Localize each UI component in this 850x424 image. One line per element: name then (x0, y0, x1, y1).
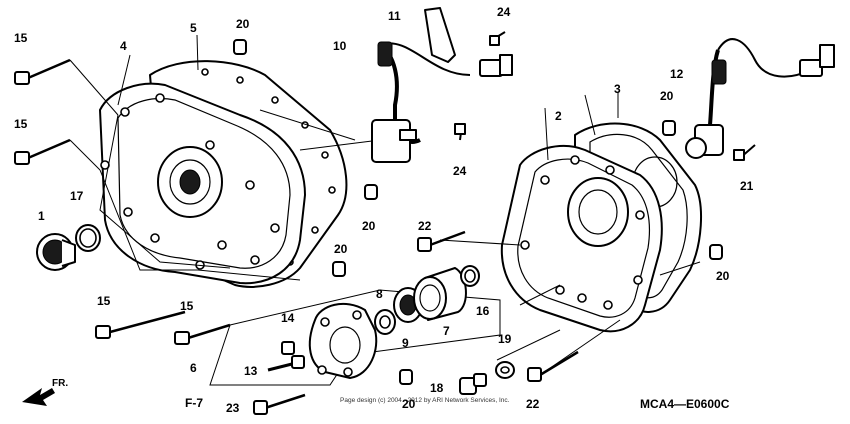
callout-24-b: 24 (453, 164, 467, 178)
callout-24-a: 24 (497, 5, 511, 19)
callout-4: 4 (120, 39, 127, 53)
harness-clip-11 (424, 7, 513, 77)
o-ring-17 (75, 224, 101, 252)
front-direction-arrow (22, 388, 55, 406)
callout-13: 13 (244, 364, 258, 378)
bolt-18 (459, 373, 487, 395)
callout-12: 12 (670, 67, 684, 81)
callout-15-a: 15 (14, 31, 28, 45)
callout-15-b: 15 (14, 117, 28, 131)
bolt-21 (733, 144, 756, 161)
front-cover-4 (99, 82, 306, 285)
callout-22-a: 22 (418, 219, 432, 233)
o-ring-14 (281, 341, 295, 355)
callout-labels: 1 2 3 4 5 6 7 8 9 10 11 12 13 14 15 15 1… (14, 5, 754, 415)
callout-23: 23 (226, 401, 240, 415)
ring-16 (460, 265, 480, 287)
callout-20-f: 20 (402, 397, 416, 411)
bolt-15-upper (14, 58, 71, 85)
callout-19: 19 (498, 332, 512, 346)
seal-8 (374, 309, 396, 335)
bolt-15-lower (14, 138, 71, 165)
cap-1 (36, 233, 76, 271)
bolt-22-upper (417, 230, 466, 252)
callout-5: 5 (190, 21, 197, 35)
callout-1: 1 (38, 209, 45, 223)
callout-18: 18 (430, 381, 444, 395)
sensor-12 (685, 38, 835, 159)
bolt-24-mid (454, 123, 466, 141)
callout-14: 14 (281, 311, 295, 325)
callout-20-e: 20 (716, 269, 730, 283)
case-2 (500, 145, 663, 333)
callout-20-d: 20 (660, 89, 674, 103)
callout-20-b: 20 (362, 219, 376, 233)
washer-19 (495, 361, 515, 379)
bolt-22-lower (527, 350, 579, 382)
callout-15-c: 15 (97, 294, 111, 308)
callout-17: 17 (70, 189, 84, 203)
callout-7: 7 (443, 324, 450, 338)
callout-20-c: 20 (334, 242, 348, 256)
copyright-text: Page design (c) 2004 - 2012 by ARI Netwo… (340, 397, 510, 404)
dowel-pins-20 (233, 39, 723, 385)
callout-2: 2 (555, 109, 562, 123)
callout-20-a: 20 (236, 17, 250, 31)
bearing-7 (413, 267, 467, 321)
reference-label: F-7 (185, 396, 203, 410)
holder-6 (308, 302, 378, 379)
callout-9: 9 (402, 336, 409, 350)
callout-16: 16 (476, 304, 490, 318)
callout-10: 10 (333, 39, 347, 53)
diagram-code: MCA4—E0600C (640, 397, 730, 411)
sensor-10 (371, 41, 471, 163)
callout-11: 11 (388, 9, 401, 23)
callout-8: 8 (376, 287, 383, 301)
callout-3: 3 (614, 82, 621, 96)
bolt-15-long-2 (174, 323, 231, 345)
bolt-24-top (489, 31, 506, 46)
front-direction-label: FR. (52, 378, 68, 389)
callout-6: 6 (190, 361, 197, 375)
leader-lines (69, 34, 701, 386)
bolt-23 (253, 393, 306, 415)
callout-15-d: 15 (180, 299, 194, 313)
pin-13 (267, 355, 305, 372)
callout-22-b: 22 (526, 397, 540, 411)
bolt-15-long-1 (95, 310, 186, 339)
callout-21: 21 (740, 179, 754, 193)
